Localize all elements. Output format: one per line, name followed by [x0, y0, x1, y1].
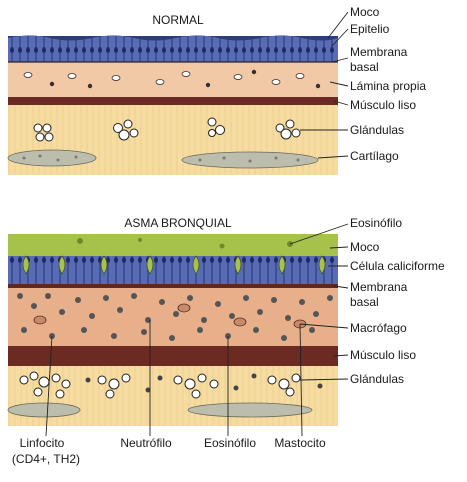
asma-mucus-cells: [77, 238, 293, 249]
label-moco-asma: Moco: [350, 240, 380, 254]
normal-mucus: [8, 35, 338, 41]
normal-leader-lines: [300, 11, 349, 159]
label-neutrofilo: Neutrófilo: [120, 436, 172, 450]
label-glandulas-asma: Glándulas: [350, 372, 404, 386]
label-musculo-asma: Músculo liso: [350, 348, 416, 362]
label-epitelio: Epitelio: [350, 22, 390, 36]
normal-panel: NORMAL: [7, 5, 426, 175]
label-glandulas-normal: Glándulas: [350, 123, 404, 137]
label-mastocito: Mastocito: [274, 436, 326, 450]
label-basal-asma: basal: [350, 295, 379, 309]
label-basal-normal: basal: [350, 60, 379, 74]
asma-epithelium: [8, 256, 338, 284]
normal-title: NORMAL: [152, 13, 204, 27]
asma-glands: [19, 371, 301, 399]
asma-panel: ASMA BRONQUIAL: [7, 216, 445, 466]
asma-title: ASMA BRONQUIAL: [124, 216, 232, 230]
label-cartilago: Cartílago: [350, 149, 399, 163]
asma-mucus: [8, 234, 338, 262]
asma-submucosa-cells: [85, 373, 323, 393]
normal-lamina-propria: [8, 63, 338, 97]
label-lamina-propia: Lámina propia: [350, 79, 426, 93]
label-linfocito-type: (CD4+, TH2): [12, 452, 80, 466]
asma-inflammatory-cells: [17, 293, 333, 341]
asma-cartilage: [7, 402, 313, 418]
label-macrofago: Macrófago: [350, 321, 407, 335]
label-moco-normal: Moco: [350, 5, 380, 19]
asma-goblet-cells: [22, 255, 326, 275]
asma-smooth-muscle: [8, 346, 338, 366]
normal-lamina-cells: [23, 69, 321, 89]
label-musculo-normal: Músculo liso: [350, 98, 416, 112]
asma-basement-membrane: [8, 284, 338, 288]
normal-epithelium: [8, 36, 338, 62]
normal-cartilage: [7, 149, 319, 169]
label-membrana-normal: Membrana: [350, 45, 408, 59]
asma-bottom-leader-lines: [45, 320, 303, 437]
label-eosinofilo-bottom: Eosinófilo: [204, 436, 256, 450]
label-linfocito: Linfocito: [20, 436, 65, 450]
label-membrana-asma: Membrana: [350, 280, 408, 294]
normal-smooth-muscle: [8, 97, 338, 105]
asma-right-leader-lines: [289, 223, 349, 381]
normal-glands: [33, 117, 301, 142]
label-celula-caliciforme: Célula caliciforme: [350, 259, 445, 273]
label-eosinofilo-right: Eosinófilo: [350, 216, 402, 230]
